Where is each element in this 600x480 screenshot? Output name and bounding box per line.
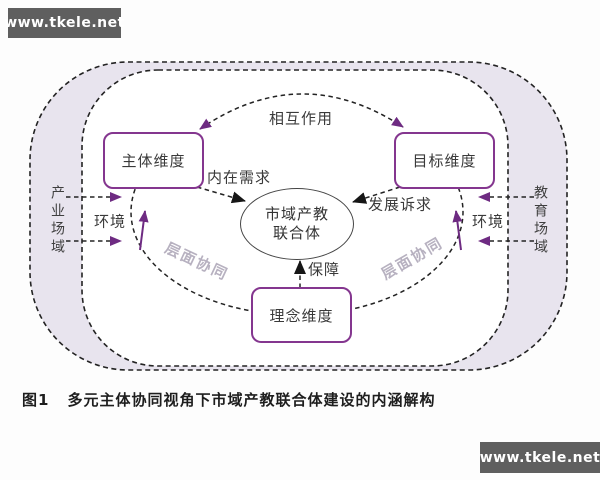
hub-line1: 市域产教: [264, 205, 329, 224]
goal-dimension-box: 目标维度: [394, 132, 495, 189]
ring-up-arrow-left: [138, 210, 149, 251]
development-appeal-label: 发展诉求: [367, 195, 433, 214]
industry-field-label: 产业场域: [49, 185, 65, 257]
development-appeal-arrow: [352, 186, 401, 204]
watermark-bottom-right: www.tkele.net: [480, 442, 600, 473]
hub-line2: 联合体: [272, 224, 321, 242]
figure-caption-text: 多元主体协同视角下市域产教联合体建设的内涵解构: [67, 391, 436, 409]
internal-demand-label: 内在需求: [206, 168, 272, 187]
environment-label-right: 环境: [471, 212, 505, 231]
level-synergy-ring: [130, 161, 464, 316]
figure-number: 图1: [22, 391, 50, 409]
interaction-label: 相互作用: [268, 109, 334, 128]
education-field-label: 教育场域: [532, 185, 548, 257]
guarantee-label: 保障: [307, 260, 341, 279]
goal-dimension-label: 目标维度: [412, 152, 477, 170]
watermark-top-left: www.tkele.net: [4, 8, 124, 38]
environment-label-left: 环境: [93, 212, 127, 231]
subject-dimension-label: 主体维度: [121, 152, 186, 170]
concept-dimension-label: 理念维度: [269, 306, 334, 325]
interaction-arc-arrow: [199, 93, 404, 130]
ring-up-arrow-right: [452, 210, 463, 251]
concept-dimension-box: 理念维度: [251, 287, 352, 343]
central-hub-ellipse: 市域产教 联合体: [240, 188, 354, 260]
subject-dimension-box: 主体维度: [103, 132, 204, 189]
internal-demand-arrow: [196, 186, 246, 204]
figure-caption: 图1 多元主体协同视角下市域产教联合体建设的内涵解构: [22, 389, 435, 410]
